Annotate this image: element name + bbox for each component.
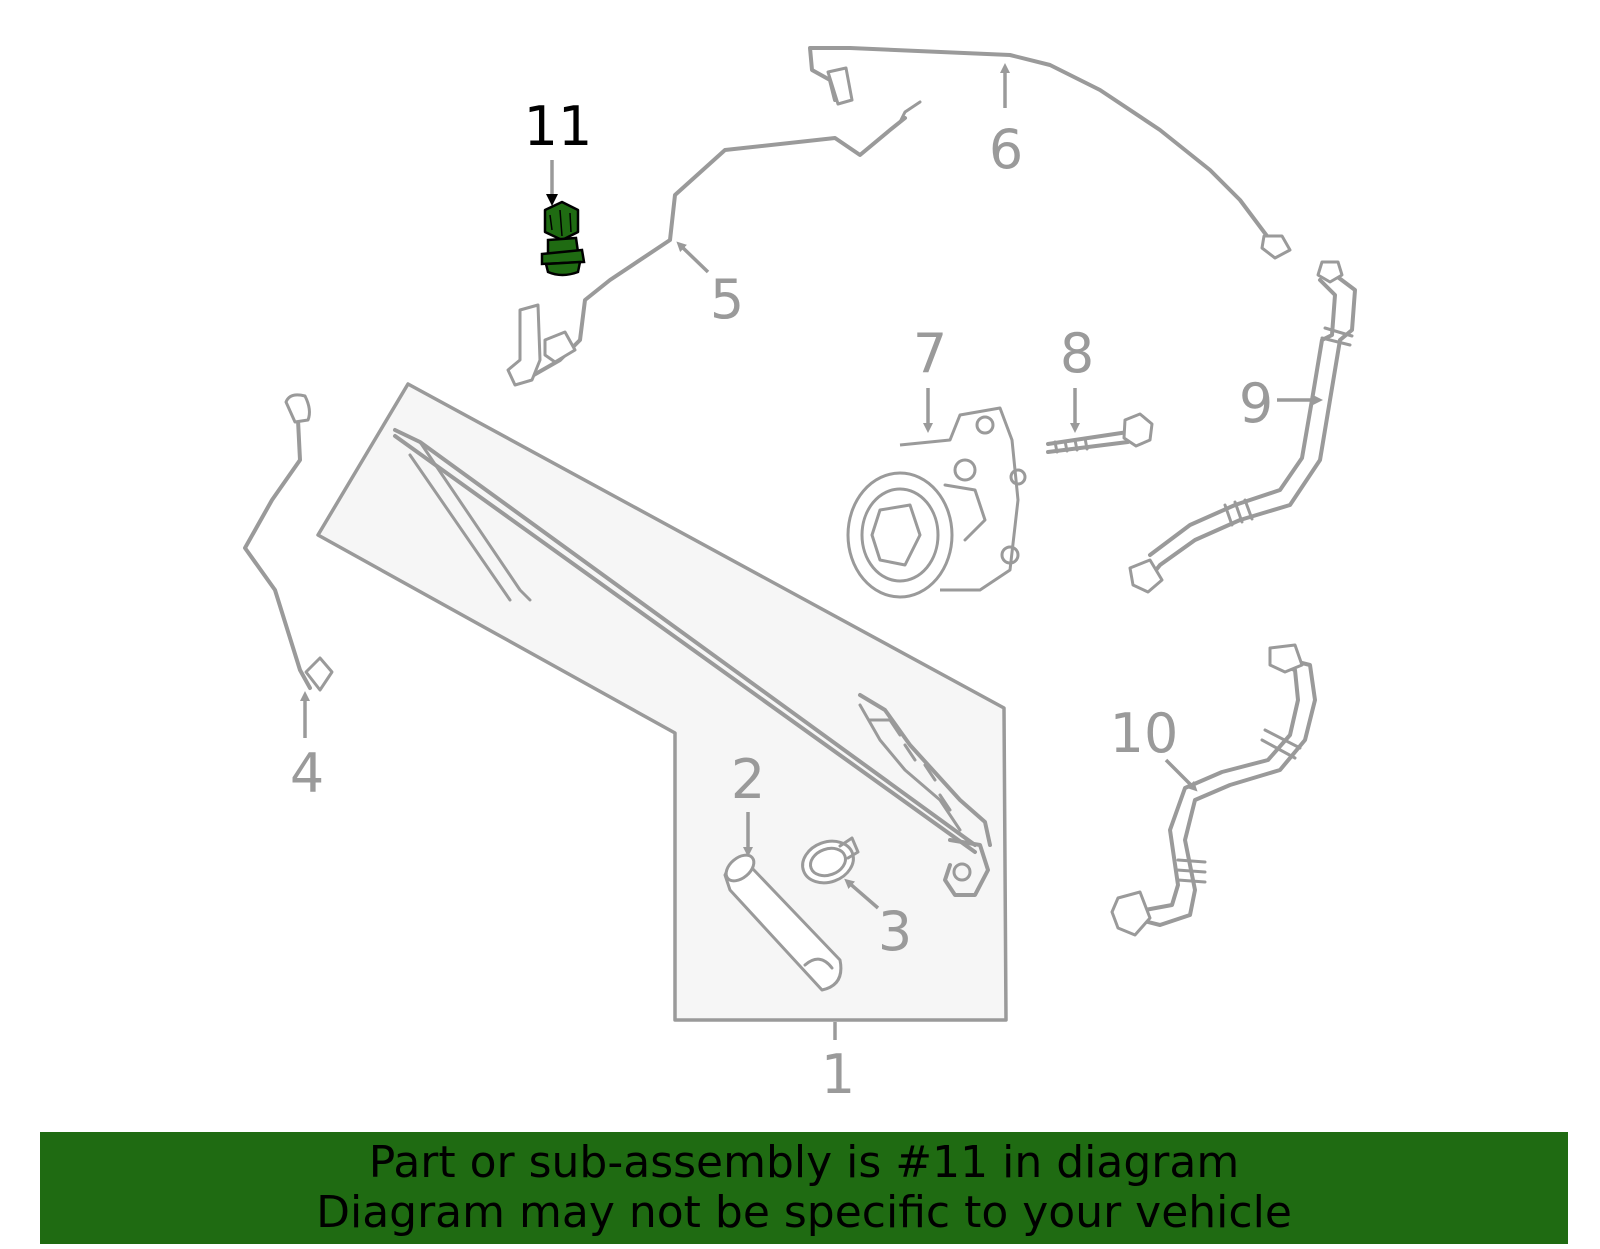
diagram-notice-banner: Part or sub-assembly is #11 in diagram D… [40, 1132, 1568, 1244]
callout-labels: 11 6 5 7 8 9 4 2 3 10 1 [290, 95, 1273, 1106]
callout-10: 10 [1110, 702, 1179, 765]
mounting-bolt[interactable] [1046, 412, 1154, 454]
callout-1: 1 [821, 1043, 855, 1106]
callout-2: 2 [731, 748, 765, 811]
pressure-switch-highlighted[interactable] [540, 200, 586, 277]
callout-9: 9 [1239, 372, 1273, 435]
arrow-5 [676, 241, 710, 274]
ac-line-5[interactable] [506, 100, 922, 387]
callout-arrows [300, 63, 1323, 1040]
condenser-core[interactable] [393, 428, 992, 897]
ac-line-4[interactable] [243, 393, 334, 692]
clamp-ring[interactable] [797, 834, 860, 889]
callout-8: 8 [1060, 322, 1094, 385]
ac-compressor[interactable] [846, 406, 1027, 599]
receiver-drier[interactable] [721, 850, 843, 992]
arrow-10 [1164, 758, 1198, 792]
banner-line-1: Part or sub-assembly is #11 in diagram [368, 1137, 1240, 1188]
arrow-3 [844, 878, 880, 910]
ac-hose-9[interactable] [1128, 260, 1357, 594]
callout-7: 7 [913, 322, 947, 385]
ac-line-6[interactable] [808, 46, 1292, 260]
callout-3: 3 [878, 900, 912, 963]
callout-4: 4 [290, 742, 324, 805]
callout-5: 5 [710, 268, 744, 331]
banner-line-2: Diagram may not be specific to your vehi… [316, 1187, 1292, 1238]
callout-11: 11 [524, 95, 593, 158]
callout-6: 6 [989, 118, 1023, 181]
ac-hose-10[interactable] [1110, 643, 1317, 937]
